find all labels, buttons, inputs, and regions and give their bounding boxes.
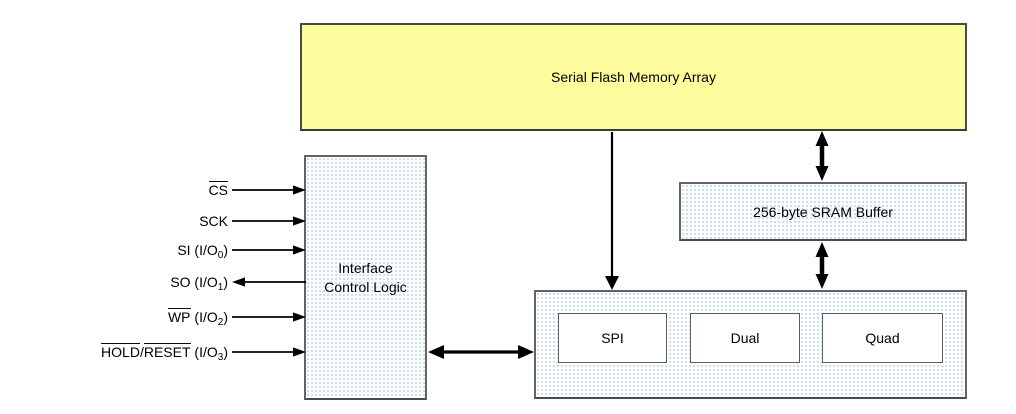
si-input-arrow: [232, 245, 306, 255]
signal-row-hold-reset: HOLD/RESET (I/O3): [40, 341, 307, 363]
sram-buffer-label: 256-byte SRAM Buffer: [753, 203, 893, 220]
signal-row-sck: SCK: [40, 210, 307, 232]
signal-row-so: SO (I/O1): [40, 271, 307, 293]
signal-label-si: SI (I/O0): [177, 242, 228, 261]
hold-reset-input-arrow: [232, 347, 306, 357]
dual-label: Dual: [730, 330, 760, 346]
quad-label: Quad: [865, 330, 900, 346]
sck-input-arrow: [232, 216, 306, 226]
sram-buffer-block: 256-byte SRAM Buffer: [679, 182, 967, 241]
signal-label-so: SO (I/O1): [170, 274, 228, 293]
signal-label-wp: WP (I/O2): [167, 308, 228, 328]
so-output-arrow: [232, 277, 306, 287]
icl-io-double-arrow: [428, 345, 534, 359]
spi-block: SPI: [558, 313, 667, 363]
flash-array-label: Serial Flash Memory Array: [551, 69, 716, 85]
signal-label-cs: CS: [208, 181, 228, 198]
flash-sram-double-arrow: [815, 131, 829, 181]
flash-array-block: Serial Flash Memory Array: [300, 23, 967, 131]
signal-row-cs: CS: [40, 179, 307, 201]
spi-label: SPI: [601, 330, 624, 346]
sram-io-double-arrow: [815, 242, 829, 289]
signal-label-hold-reset: HOLD/RESET (I/O3): [101, 343, 228, 363]
wp-input-arrow: [232, 312, 306, 322]
quad-block: Quad: [822, 313, 943, 363]
signal-row-si: SI (I/O0): [40, 239, 307, 261]
cs-input-arrow: [232, 185, 306, 195]
signal-label-sck: SCK: [199, 213, 228, 229]
flash-to-io-arrow: [605, 132, 619, 290]
dual-block: Dual: [690, 313, 800, 363]
signal-row-wp: WP (I/O2): [40, 306, 307, 328]
